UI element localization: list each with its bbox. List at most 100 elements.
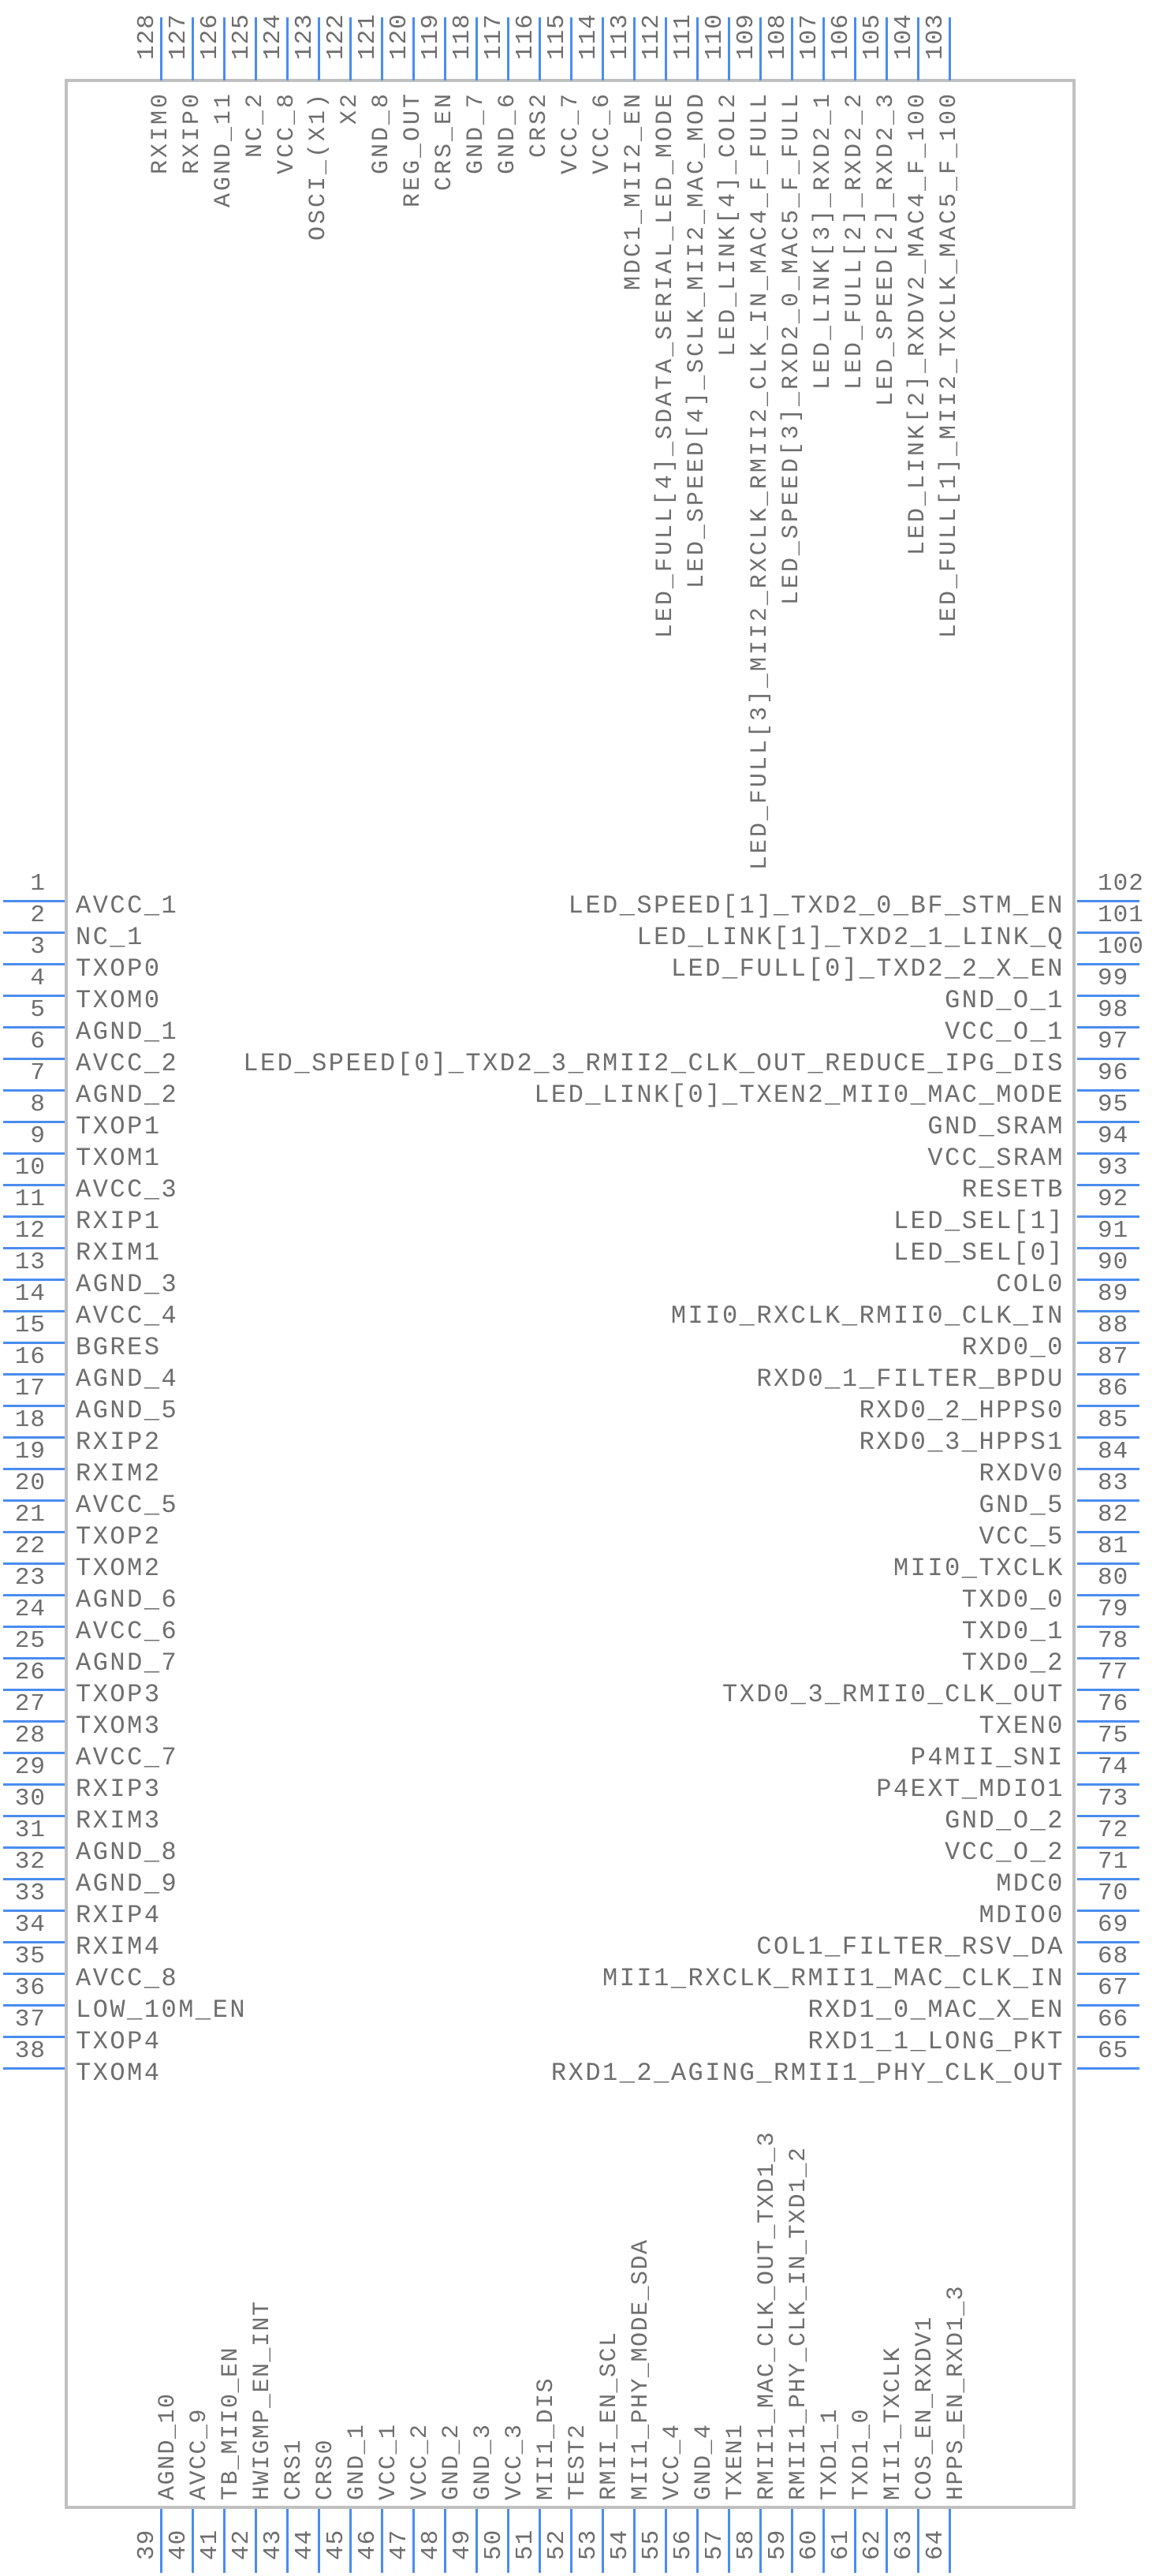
pin-lead-left[interactable] <box>3 1279 65 1281</box>
pin-lead-right[interactable] <box>1077 1089 1139 1092</box>
pin-lead-left[interactable] <box>3 1405 65 1407</box>
pin-lead-bottom[interactable] <box>160 2509 162 2573</box>
pin-lead-left[interactable] <box>3 2004 65 2007</box>
pin-lead-left[interactable] <box>3 1247 65 1249</box>
pin-lead-right[interactable] <box>1077 931 1139 934</box>
pin-lead-bottom[interactable] <box>665 2509 667 2573</box>
pin-lead-bottom[interactable] <box>949 2509 951 2573</box>
pin-lead-right[interactable] <box>1077 1310 1139 1312</box>
pin-lead-right[interactable] <box>1077 1594 1139 1596</box>
pin-lead-left[interactable] <box>3 1436 65 1439</box>
pin-lead-left[interactable] <box>3 1121 65 1123</box>
pin-lead-top[interactable] <box>917 17 919 80</box>
pin-lead-bottom[interactable] <box>696 2509 699 2573</box>
pin-lead-left[interactable] <box>3 1626 65 1628</box>
pin-lead-left[interactable] <box>3 1342 65 1344</box>
pin-lead-right[interactable] <box>1077 995 1139 997</box>
pin-lead-bottom[interactable] <box>791 2509 793 2573</box>
pin-lead-top[interactable] <box>854 17 856 80</box>
pin-lead-left[interactable] <box>3 1657 65 1659</box>
pin-lead-left[interactable] <box>3 1152 65 1155</box>
pin-lead-bottom[interactable] <box>917 2509 919 2573</box>
pin-lead-top[interactable] <box>318 17 320 80</box>
pin-lead-right[interactable] <box>1077 1657 1139 1659</box>
pin-lead-right[interactable] <box>1077 1215 1139 1218</box>
pin-lead-bottom[interactable] <box>886 2509 888 2573</box>
pin-lead-top[interactable] <box>696 17 699 80</box>
pin-lead-top[interactable] <box>475 17 478 80</box>
pin-lead-right[interactable] <box>1077 1121 1139 1123</box>
pin-lead-top[interactable] <box>886 17 888 80</box>
pin-lead-bottom[interactable] <box>286 2509 289 2573</box>
pin-lead-bottom[interactable] <box>192 2509 194 2573</box>
pin-lead-left[interactable] <box>3 1720 65 1723</box>
pin-lead-bottom[interactable] <box>381 2509 383 2573</box>
pin-lead-right[interactable] <box>1077 1752 1139 1754</box>
pin-lead-left[interactable] <box>3 1878 65 1880</box>
pin-lead-right[interactable] <box>1077 1562 1139 1565</box>
pin-lead-bottom[interactable] <box>349 2509 352 2573</box>
pin-lead-right[interactable] <box>1077 1373 1139 1376</box>
pin-lead-top[interactable] <box>255 17 257 80</box>
pin-lead-bottom[interactable] <box>854 2509 856 2573</box>
pin-lead-right[interactable] <box>1077 1720 1139 1723</box>
pin-lead-top[interactable] <box>791 17 793 80</box>
pin-lead-top[interactable] <box>728 17 730 80</box>
pin-lead-bottom[interactable] <box>633 2509 636 2573</box>
pin-lead-left[interactable] <box>3 1783 65 1786</box>
pin-lead-left[interactable] <box>3 2067 65 2070</box>
pin-lead-bottom[interactable] <box>223 2509 226 2573</box>
pin-lead-top[interactable] <box>507 17 509 80</box>
pin-lead-left[interactable] <box>3 1846 65 1849</box>
pin-lead-bottom[interactable] <box>602 2509 604 2573</box>
pin-lead-bottom[interactable] <box>728 2509 730 2573</box>
pin-lead-top[interactable] <box>412 17 415 80</box>
pin-lead-left[interactable] <box>3 1594 65 1596</box>
pin-lead-top[interactable] <box>949 17 951 80</box>
pin-lead-top[interactable] <box>570 17 572 80</box>
pin-lead-right[interactable] <box>1077 1342 1139 1344</box>
pin-lead-left[interactable] <box>3 1026 65 1029</box>
pin-lead-top[interactable] <box>160 17 162 80</box>
pin-lead-bottom[interactable] <box>318 2509 320 2573</box>
pin-lead-right[interactable] <box>1077 900 1139 902</box>
pin-lead-left[interactable] <box>3 1815 65 1817</box>
pin-lead-right[interactable] <box>1077 1941 1139 1943</box>
pin-lead-right[interactable] <box>1077 1279 1139 1281</box>
pin-lead-right[interactable] <box>1077 1973 1139 1975</box>
pin-lead-bottom[interactable] <box>444 2509 446 2573</box>
pin-lead-bottom[interactable] <box>475 2509 478 2573</box>
pin-lead-top[interactable] <box>665 17 667 80</box>
pin-lead-left[interactable] <box>3 900 65 902</box>
pin-lead-right[interactable] <box>1077 1058 1139 1060</box>
pin-lead-right[interactable] <box>1077 2004 1139 2007</box>
pin-lead-right[interactable] <box>1077 1184 1139 1186</box>
pin-lead-bottom[interactable] <box>255 2509 257 2573</box>
pin-lead-right[interactable] <box>1077 1499 1139 1502</box>
pin-lead-top[interactable] <box>381 17 383 80</box>
pin-lead-right[interactable] <box>1077 1026 1139 1029</box>
pin-lead-left[interactable] <box>3 1215 65 1218</box>
pin-lead-bottom[interactable] <box>822 2509 825 2573</box>
pin-lead-right[interactable] <box>1077 1689 1139 1691</box>
pin-lead-top[interactable] <box>286 17 289 80</box>
pin-lead-top[interactable] <box>822 17 825 80</box>
pin-lead-left[interactable] <box>3 1910 65 1912</box>
pin-lead-right[interactable] <box>1077 1783 1139 1786</box>
pin-lead-left[interactable] <box>3 1373 65 1376</box>
pin-lead-bottom[interactable] <box>412 2509 415 2573</box>
pin-lead-right[interactable] <box>1077 1468 1139 1470</box>
pin-lead-bottom[interactable] <box>759 2509 762 2573</box>
pin-lead-left[interactable] <box>3 1531 65 1533</box>
pin-lead-top[interactable] <box>349 17 352 80</box>
pin-lead-bottom[interactable] <box>570 2509 572 2573</box>
pin-lead-bottom[interactable] <box>507 2509 509 2573</box>
pin-lead-left[interactable] <box>3 1941 65 1943</box>
pin-lead-right[interactable] <box>1077 1878 1139 1880</box>
pin-lead-left[interactable] <box>3 1689 65 1691</box>
pin-lead-left[interactable] <box>3 963 65 965</box>
pin-lead-right[interactable] <box>1077 1436 1139 1439</box>
pin-lead-right[interactable] <box>1077 2067 1139 2070</box>
pin-lead-left[interactable] <box>3 1752 65 1754</box>
pin-lead-right[interactable] <box>1077 1846 1139 1849</box>
